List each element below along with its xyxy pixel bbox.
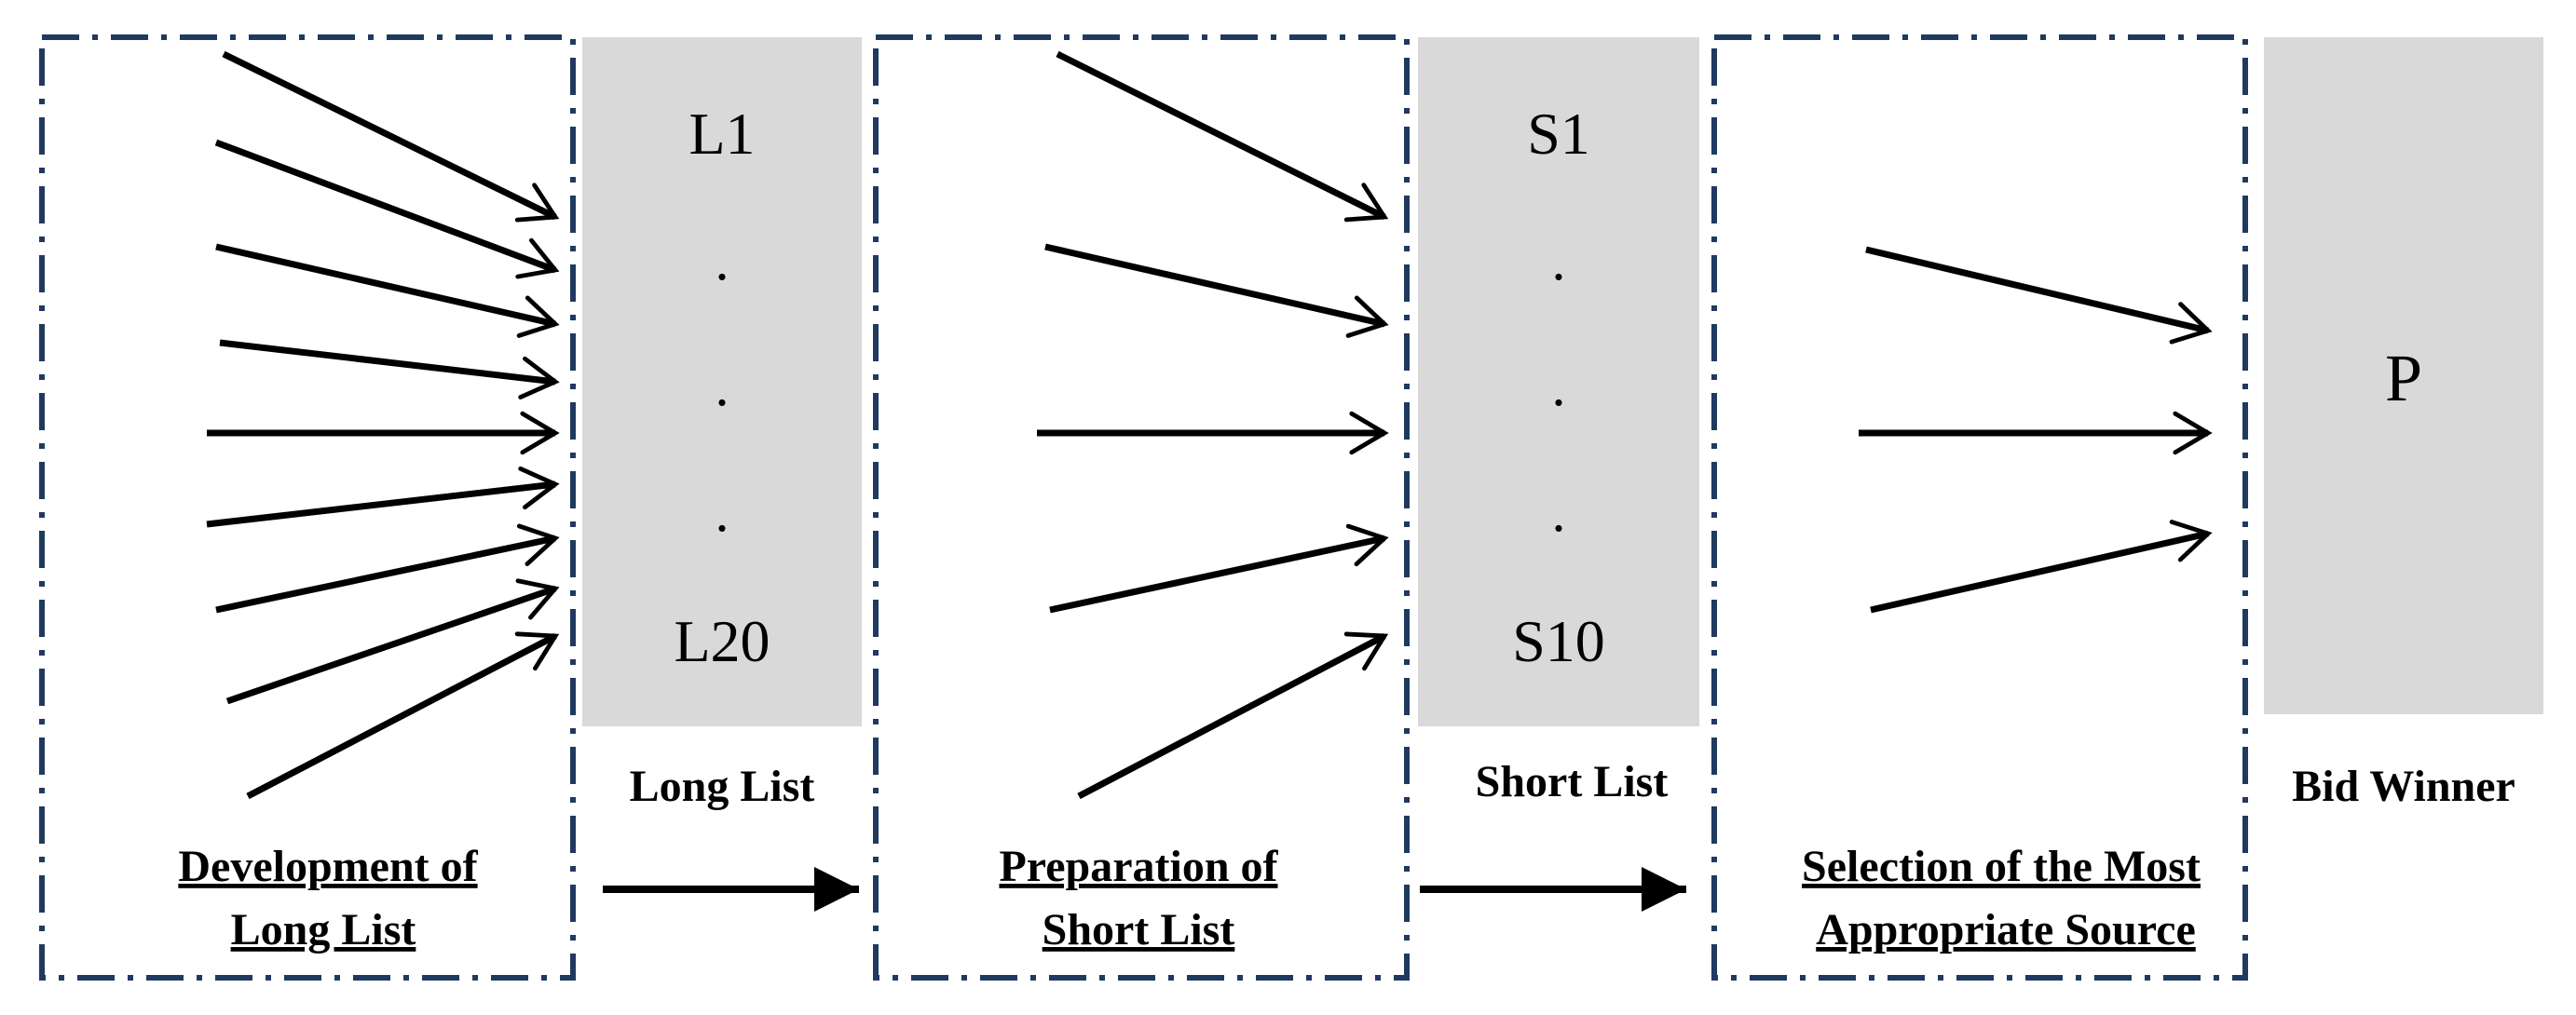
stage-caption-selection-line1: Selection of the Most [1802, 842, 2201, 891]
short-list-label: Short List [1476, 757, 1669, 806]
stage-frame-long-list [39, 34, 576, 981]
long-list-box [582, 37, 862, 726]
input-arrow [206, 466, 560, 528]
input-arrow [214, 139, 560, 279]
short-list-input-arrows [1037, 50, 1389, 800]
long-list-ellipsis-dot: . [716, 356, 729, 417]
input-arrow [246, 631, 560, 800]
input-arrow [222, 50, 560, 223]
input-arrow [1077, 631, 1389, 800]
stage-caption-selection-line2: Appropriate Source [1816, 905, 2196, 954]
input-arrow [225, 578, 560, 705]
stage-caption-short-list-line2: Short List [1043, 905, 1235, 954]
input-arrow [219, 339, 560, 399]
stage-caption-long-list-line2: Long List [231, 905, 416, 954]
input-arrow [1049, 523, 1389, 614]
input-arrow [1865, 246, 2213, 345]
long-list-label: Long List [630, 762, 815, 811]
input-arrow [1044, 243, 1389, 338]
input-arrow [215, 523, 560, 614]
input-arrow [1056, 50, 1389, 223]
short-list-ellipsis-dot: . [1552, 230, 1566, 291]
stage-caption-short-list-line1: Preparation of [999, 842, 1278, 891]
long-list-first-item: L1 [688, 101, 755, 167]
long-list-last-item: L20 [674, 608, 770, 674]
short-list-box [1418, 37, 1699, 726]
long-list-input-arrows [206, 50, 560, 800]
input-arrow [1870, 520, 2213, 614]
long-list-ellipsis-dot: . [716, 230, 729, 291]
stage-frame-short-list [873, 34, 1410, 981]
input-arrow [215, 243, 560, 338]
long-list-ellipsis-dot: . [716, 481, 729, 543]
short-list-ellipsis-dot: . [1552, 481, 1566, 543]
bid-winner-box [2264, 37, 2543, 714]
bid-winner-input-arrows [1859, 246, 2213, 614]
short-list-ellipsis-dot: . [1552, 356, 1566, 417]
short-list-last-item: S10 [1512, 608, 1605, 674]
stage-frame-selection [1711, 34, 2248, 981]
short-list-first-item: S1 [1527, 101, 1590, 167]
bid-winner-label: Bid Winner [2292, 762, 2515, 811]
stage-caption-long-list-line1: Development of [178, 842, 478, 891]
bid-winner-item: P [2385, 341, 2422, 415]
